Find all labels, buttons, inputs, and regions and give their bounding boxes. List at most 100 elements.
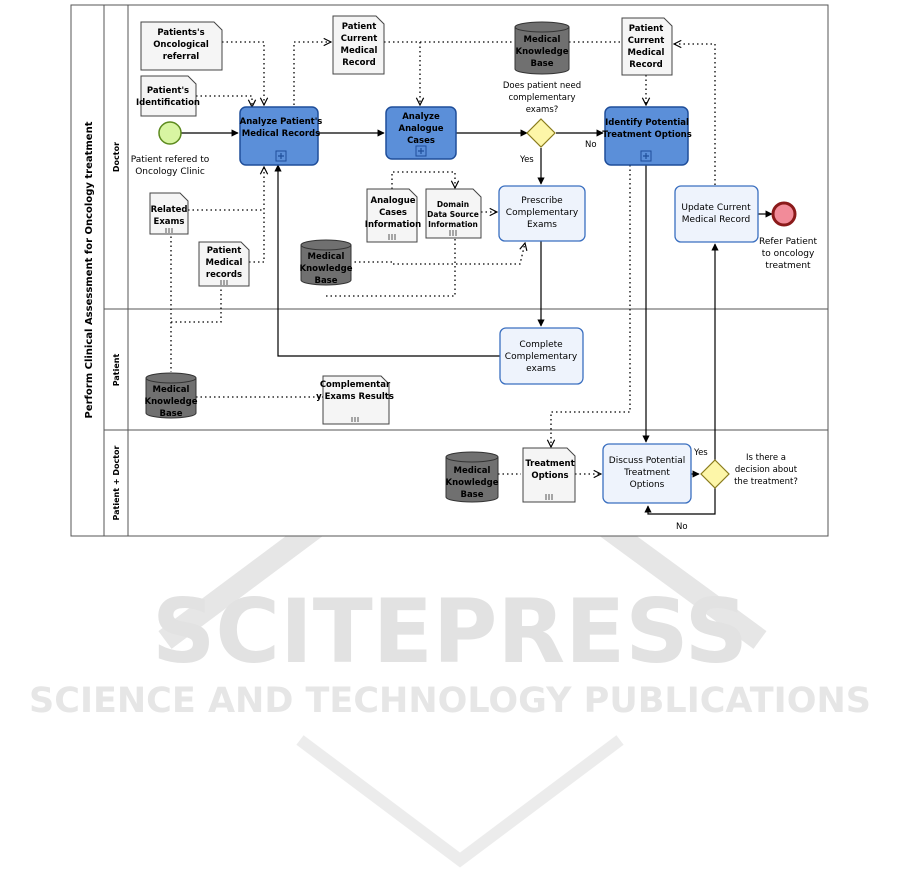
gateway-1-yes-label: Yes — [519, 155, 534, 165]
document-icon[interactable] — [140, 21, 223, 71]
kb-doctor-line-3: Base — [314, 276, 337, 286]
doc-domain-source-info[interactable]: Domain Data Source Information — [425, 188, 482, 239]
task-analyze-cases[interactable]: Analyze Analogue Cases — [385, 106, 457, 160]
task-discuss-options-box[interactable] — [602, 443, 692, 504]
doc-referral-line-2: Oncological — [153, 40, 209, 50]
task-complete-exams[interactable]: Complete Complementary exams — [499, 327, 584, 385]
gateway-treatment-decision[interactable]: Is there a decision about the treatment?… — [676, 448, 798, 532]
document-icon[interactable] — [149, 192, 189, 235]
task-prescribe-box[interactable] — [498, 185, 586, 242]
end-event[interactable]: Refer Patient to oncology treatment — [759, 201, 817, 271]
doc-related-exams-line-2: Exams — [154, 217, 185, 227]
gateway-2-question-2: decision about — [735, 465, 798, 475]
doc-medical-records[interactable]: Patient Medical records — [198, 241, 250, 287]
collection-marker-icon — [165, 228, 173, 233]
gateway-diamond[interactable] — [526, 118, 556, 148]
task-complete-exams-box[interactable] — [499, 327, 584, 385]
doc-identification[interactable]: Patient's Identification — [136, 75, 200, 117]
assoc-current-record — [293, 42, 331, 105]
flow-complete-to-analyze — [274, 164, 500, 357]
datastore-kb-bottom[interactable]: Medical Knowledge Base — [445, 451, 499, 503]
document-icon[interactable] — [425, 188, 482, 239]
kb-doctor-line-2: Knowledge — [300, 264, 353, 274]
document-icon[interactable] — [198, 241, 250, 287]
start-event-circle[interactable] — [158, 121, 182, 145]
task-update-record[interactable]: Update Current Medical Record — [674, 185, 759, 243]
watermark-main-text: SCITEPRESS — [152, 580, 748, 683]
doc-record1-line-3: Medical — [341, 46, 378, 56]
doc-current-record-2[interactable]: Patient Current Medical Record — [621, 17, 673, 76]
assoc-identification — [196, 95, 252, 107]
watermark-base-shape — [296, 735, 624, 868]
task-prescribe[interactable]: Prescribe Complementary Exams — [498, 185, 586, 242]
collection-marker-icon — [449, 230, 457, 236]
document-icon[interactable] — [366, 188, 418, 243]
gateway-2-question-3: the treatment? — [734, 477, 798, 487]
task-complete-exams-line-3: exams — [526, 364, 556, 374]
doc-record2-line-1: Patient — [629, 24, 664, 34]
task-discuss-options-line-3: Options — [630, 480, 665, 490]
doc-medrec-line-1: Patient — [207, 246, 242, 256]
start-event-label-2: Oncology Clinic — [135, 167, 205, 177]
assoc-identify-treatment — [551, 165, 631, 447]
kb-patient-line-3: Base — [159, 409, 182, 419]
database-icon[interactable] — [445, 457, 499, 503]
document-icon[interactable] — [332, 15, 385, 75]
datastore-kb-patient[interactable]: Medical Knowledge Base — [145, 372, 198, 419]
doc-analogue-cases-info[interactable]: Analogue Cases Information — [365, 188, 421, 243]
doc-record1-line-1: Patient — [342, 22, 377, 32]
task-analyze-cases-box[interactable] — [385, 106, 457, 160]
doc-current-record-1[interactable]: Patient Current Medical Record — [332, 15, 385, 75]
gateway-complementary-exams[interactable]: Does patient need complementary exams? Y… — [503, 81, 597, 165]
doc-treatment-options[interactable]: Treatment Options — [522, 447, 576, 503]
doc-exam-results[interactable]: Complementar y Exams Results — [316, 375, 394, 425]
datastore-kb-doctor[interactable]: Medical Knowledge Base — [300, 239, 353, 286]
gateway-1-question-1: Does patient need — [503, 81, 581, 91]
doc-domain-line-2: Data Source — [427, 210, 479, 219]
start-event[interactable]: Patient refered to Oncology Clinic — [131, 121, 210, 177]
task-analyze-records-box[interactable] — [239, 106, 319, 166]
doc-oncological-referral[interactable]: Patients's Oncological referral — [140, 21, 223, 71]
task-update-record-line-2: Medical Record — [682, 215, 750, 225]
task-identify-options-box[interactable] — [604, 106, 689, 166]
task-update-record-line-1: Update Current — [681, 203, 751, 213]
document-icon[interactable] — [140, 75, 197, 117]
doc-referral-line-1: Patients's — [157, 28, 204, 38]
gateway-diamond[interactable] — [700, 459, 730, 489]
task-analyze-cases-line-1: Analyze — [402, 112, 440, 122]
task-analyze-cases-line-3: Cases — [407, 136, 435, 146]
database-icon[interactable] — [145, 378, 197, 419]
doc-related-exams[interactable]: Related Exams — [149, 192, 189, 235]
task-analyze-records[interactable]: Analyze Patient's Medical Records — [239, 106, 323, 166]
collection-marker-icon — [220, 280, 228, 285]
doc-treatment-line-1: Treatment — [525, 459, 574, 469]
datastore-kb-top[interactable]: Medical Knowledge Base — [514, 21, 570, 75]
kb-doctor-line-1: Medical — [308, 252, 345, 262]
document-icon[interactable] — [621, 17, 673, 76]
doc-domain-line-1: Domain — [437, 200, 469, 209]
task-discuss-options[interactable]: Discuss Potential Treatment Options — [602, 443, 692, 504]
document-icon[interactable] — [322, 375, 390, 425]
database-icon[interactable] — [300, 245, 352, 286]
database-icon[interactable] — [514, 27, 570, 75]
doc-results-line-1: Complementar — [320, 380, 391, 390]
doc-cases-line-1: Analogue — [370, 196, 415, 206]
task-identify-options[interactable]: Identify Potential Treatment Options — [602, 106, 692, 166]
database-icon-top — [514, 21, 570, 33]
end-event-label-3: treatment — [765, 261, 811, 271]
lane-label-patient-doctor: Patient + Doctor — [112, 445, 121, 520]
doc-results-line-2: y Exams Results — [316, 392, 394, 402]
task-analyze-records-line-2: Medical Records — [242, 129, 320, 139]
document-icon[interactable] — [522, 447, 576, 503]
end-event-circle[interactable] — [771, 201, 797, 227]
task-update-record-box[interactable] — [674, 185, 759, 243]
task-analyze-records-line-1: Analyze Patient's — [240, 117, 323, 127]
task-identify-options-line-1: Identify Potential — [605, 118, 689, 128]
doc-treatment-line-2: Options — [531, 471, 568, 481]
assoc-kb-prescribe — [350, 243, 525, 265]
doc-domain-line-3: Information — [428, 220, 478, 229]
doc-referral-line-3: referral — [163, 52, 200, 62]
doc-record2-line-2: Current — [628, 36, 665, 46]
lane-label-patient: Patient — [112, 354, 121, 387]
task-prescribe-line-2: Complementary — [506, 208, 579, 218]
